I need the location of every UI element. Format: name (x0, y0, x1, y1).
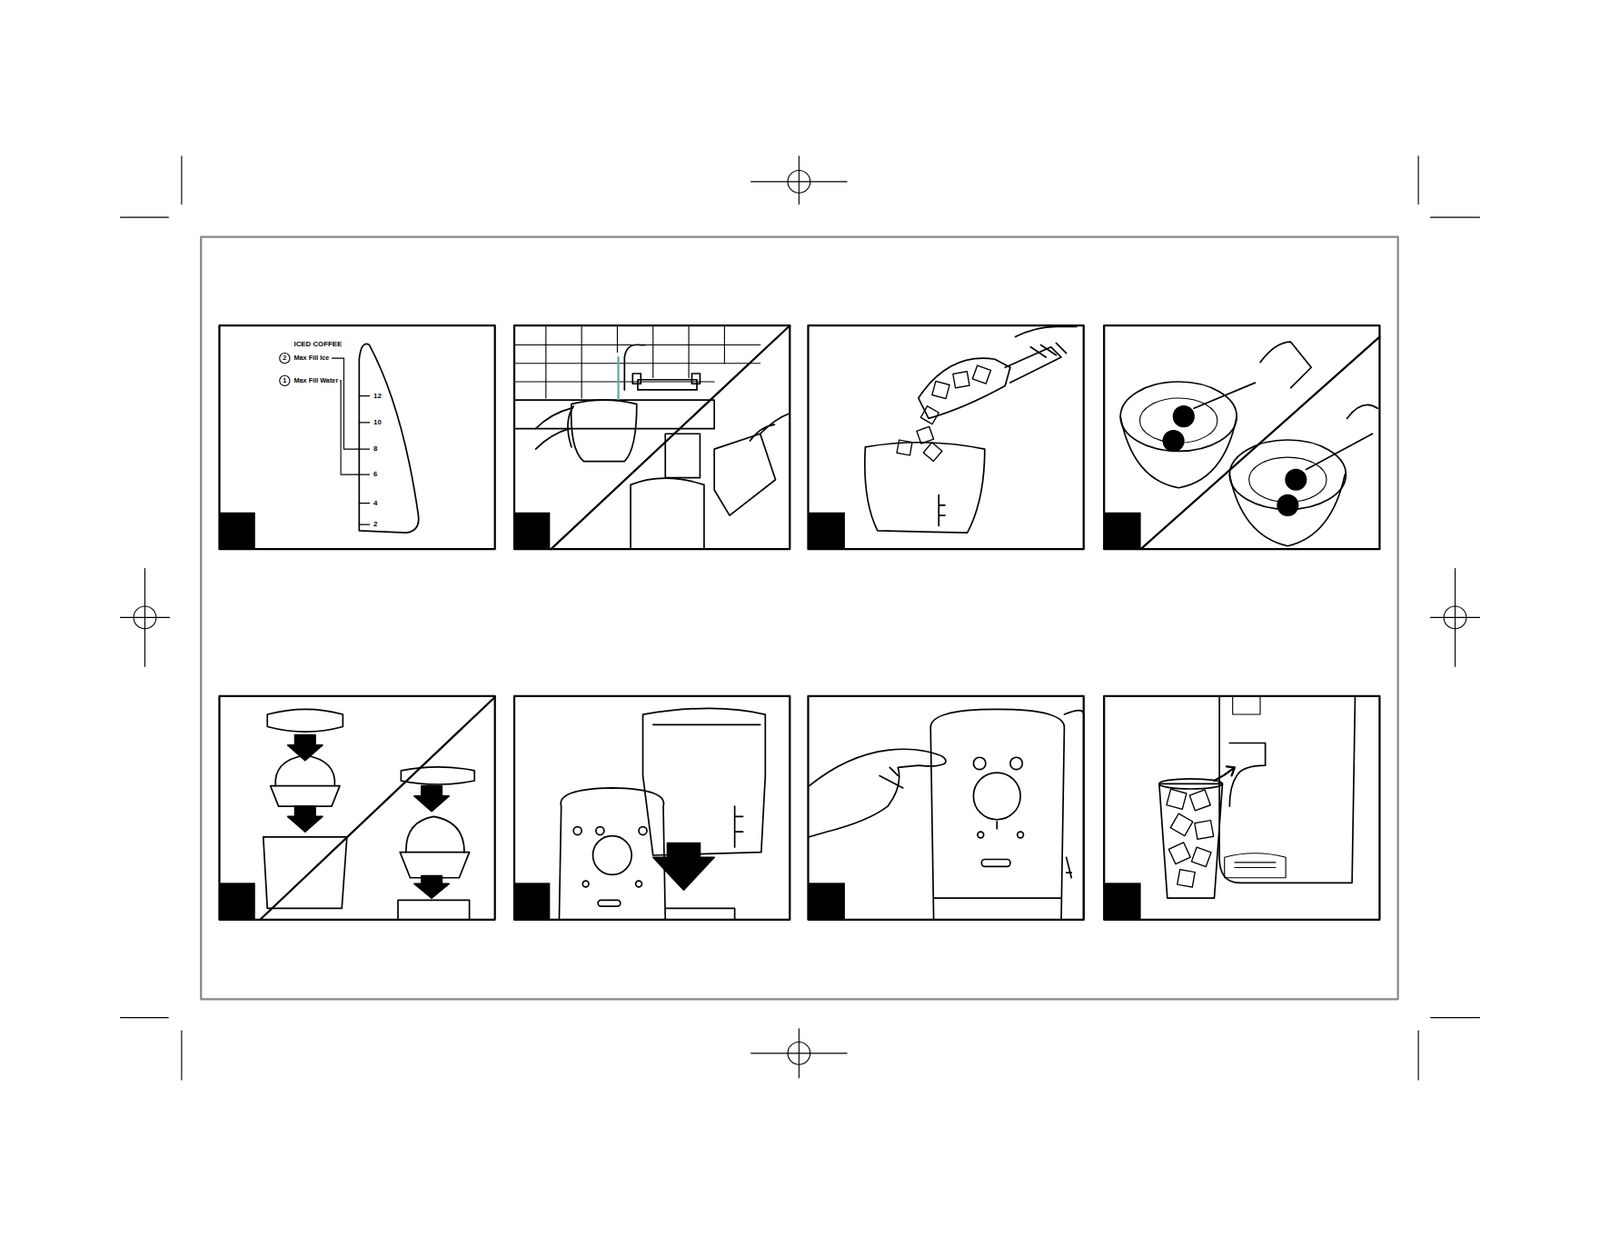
circled-number: 1 (279, 375, 290, 386)
scale-number: 4 (373, 497, 378, 508)
leader-line (339, 380, 359, 475)
scale-number: 2 (373, 519, 378, 530)
scale-number: 6 (373, 469, 378, 480)
fill-label: Max Fill Ice (293, 353, 329, 364)
panel-heading: ICED COFFEE (293, 338, 342, 349)
fill-label: Max Fill Water (293, 375, 338, 386)
scale-number: 12 (373, 390, 382, 401)
scale-number: 8 (373, 443, 378, 454)
scale-number: 10 (373, 417, 382, 428)
circled-number: 2 (279, 353, 290, 364)
leader-line (331, 357, 359, 449)
